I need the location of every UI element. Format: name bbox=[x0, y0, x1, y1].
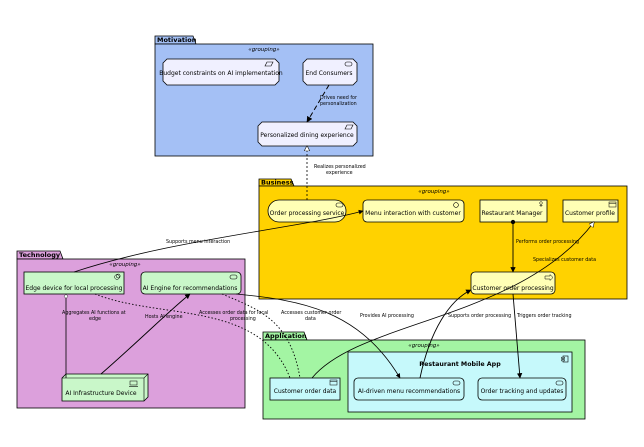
stakeholder-icon bbox=[344, 61, 353, 67]
restaurant-manager-label: Restaurant Manager bbox=[481, 210, 543, 217]
motivation-tab-label: Motivation bbox=[157, 36, 197, 44]
aggregates-label-line1: Aggregates AI functions at bbox=[62, 310, 126, 316]
app-service-icon-2 bbox=[555, 380, 564, 386]
ai-menu-recommendations-node[interactable]: AI-driven menu recommendations bbox=[353, 377, 465, 401]
business-tab-label: Business bbox=[261, 179, 294, 187]
application-tab-label: Application bbox=[265, 332, 307, 340]
accesses-customer-edge[interactable] bbox=[221, 293, 301, 379]
customer-profile-node[interactable]: Customer profile bbox=[562, 199, 619, 223]
customer-order-data-label: Customer order data bbox=[274, 388, 337, 395]
personalized-experience-label: Personalized dining experience bbox=[260, 132, 354, 139]
ai-engine-label: AI Engine for recommendations bbox=[143, 285, 238, 292]
budget-constraint-node[interactable]: Budget constraints on AI implementation bbox=[159, 58, 283, 86]
ai-infrastructure-device-node[interactable]: AI Infrastructure Device bbox=[61, 373, 149, 402]
ai-engine-node[interactable]: AI Engine for recommendations bbox=[140, 271, 242, 295]
hosts-label: Hosts AI engine bbox=[145, 314, 183, 320]
goal-icon bbox=[344, 124, 354, 130]
constraint-icon bbox=[264, 61, 274, 67]
app-service-icon bbox=[452, 380, 461, 386]
application-stereotype: «grouping» bbox=[408, 343, 440, 349]
tech-service-icon bbox=[229, 274, 238, 280]
triggers-label: Triggers order tracking bbox=[516, 313, 572, 319]
order-processing-service-label: Order processing service bbox=[270, 210, 345, 217]
accesses-customer-label-line1: Accesses customer order bbox=[281, 310, 341, 316]
realizes-label-line1: Realizes personalized bbox=[314, 164, 366, 170]
customer-profile-label: Customer profile bbox=[565, 210, 615, 217]
actor-icon bbox=[539, 201, 543, 207]
budget-constraint-label: Budget constraints on AI implementation bbox=[159, 70, 283, 77]
drives-label-line2: personalization bbox=[320, 101, 357, 107]
business-stereotype: «grouping» bbox=[418, 189, 450, 195]
component-icon bbox=[561, 355, 569, 363]
customer-order-data-node[interactable]: Customer order data bbox=[269, 377, 341, 401]
triggers-edge[interactable] bbox=[512, 293, 523, 379]
device-icon bbox=[129, 380, 138, 387]
ai-menu-recommendations-label: AI-driven menu recommendations bbox=[358, 388, 460, 395]
supports-order-label: Supports order processing bbox=[448, 313, 511, 319]
edge-device-label: Edge device for local processing bbox=[25, 285, 122, 292]
ai-infrastructure-device-label: AI Infrastructure Device bbox=[65, 390, 137, 397]
data-object-icon bbox=[329, 379, 338, 386]
hosts-edge[interactable] bbox=[100, 293, 191, 375]
motivation-stereotype: «grouping» bbox=[248, 47, 280, 53]
mobile-app-label: Restaurant Mobile App bbox=[419, 361, 501, 368]
customer-order-processing-node[interactable]: Customer order processing bbox=[470, 271, 556, 295]
edge-device-node[interactable]: Edge device for local processing bbox=[23, 271, 125, 295]
accesses-local-label-line2: processing bbox=[230, 316, 256, 322]
customer-order-processing-label: Customer order processing bbox=[472, 285, 553, 292]
menu-interaction-label: Menu interaction with customer bbox=[365, 210, 461, 217]
business-object-icon bbox=[608, 201, 617, 208]
provides-ai-label: Provides AI processing bbox=[360, 313, 414, 319]
technology-tab-label: Technology bbox=[19, 251, 61, 259]
supports-menu-edge[interactable] bbox=[73, 209, 364, 273]
technology-stereotype: «grouping» bbox=[109, 262, 141, 268]
restaurant-manager-node[interactable]: Restaurant Manager bbox=[479, 199, 548, 223]
end-consumers-node[interactable]: End Consumers bbox=[302, 58, 358, 86]
provides-ai-edge[interactable] bbox=[235, 293, 401, 379]
drives-edge[interactable] bbox=[306, 84, 330, 123]
accesses-customer-label-line2: data bbox=[305, 316, 316, 322]
supports-order-edge[interactable] bbox=[419, 289, 472, 379]
personalized-experience-node[interactable]: Personalized dining experience bbox=[257, 121, 358, 147]
application-group: Application «grouping» Restaurant Mobile… bbox=[262, 331, 586, 420]
system-software-icon bbox=[114, 273, 121, 280]
aggregates-label-line2: edge bbox=[89, 316, 101, 322]
end-consumers-label: End Consumers bbox=[305, 70, 352, 77]
accesses-local-edge[interactable] bbox=[94, 293, 291, 379]
accesses-local-label-line1: Accesses order data for local bbox=[199, 310, 268, 316]
business-group: Business «grouping» bbox=[258, 179, 628, 300]
drives-label-line1: Drives need for bbox=[320, 95, 357, 101]
supports-menu-label: Supports menu interaction bbox=[166, 239, 230, 245]
service-icon bbox=[335, 202, 344, 208]
realizes-label-line2: experience bbox=[326, 170, 353, 176]
order-tracking-node[interactable]: Order tracking and updates bbox=[477, 377, 567, 401]
menu-interaction-node[interactable]: Menu interaction with customer bbox=[362, 199, 465, 223]
performs-label: Performs order processing bbox=[516, 239, 579, 245]
process-icon bbox=[544, 273, 554, 282]
order-tracking-label: Order tracking and updates bbox=[481, 388, 564, 395]
interaction-icon bbox=[453, 202, 459, 208]
specializes-label: Specializes customer data bbox=[533, 257, 596, 263]
specializes-edge[interactable] bbox=[311, 222, 594, 379]
order-processing-service-node[interactable]: Order processing service bbox=[267, 199, 347, 223]
